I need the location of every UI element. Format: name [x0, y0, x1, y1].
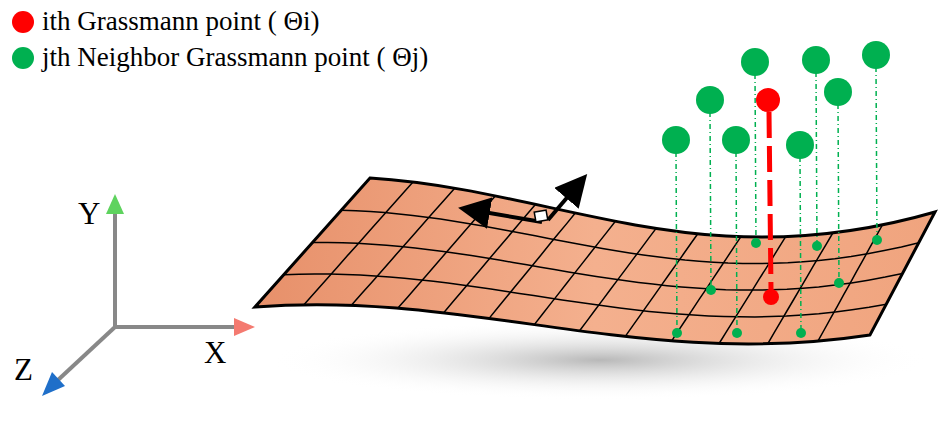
surface-grid [284, 182, 919, 344]
axis-label: Z [14, 352, 33, 388]
manifold-surface [255, 178, 935, 344]
axis-label: X [204, 335, 226, 371]
legend-text: ith Grassmann point ( Θi) [42, 6, 319, 37]
legend-swatch [12, 47, 34, 69]
tangent-arrows [466, 180, 582, 222]
legend-row: jth Neighbor Grassmann point ( Θj) [12, 42, 428, 73]
axes [42, 194, 255, 396]
axis-label: Y [78, 196, 100, 232]
legend-text: jth Neighbor Grassmann point ( Θj) [42, 42, 428, 73]
grassmann-points [662, 41, 890, 338]
legend-row: ith Grassmann point ( Θi) [12, 6, 319, 37]
legend-swatch [12, 11, 34, 33]
